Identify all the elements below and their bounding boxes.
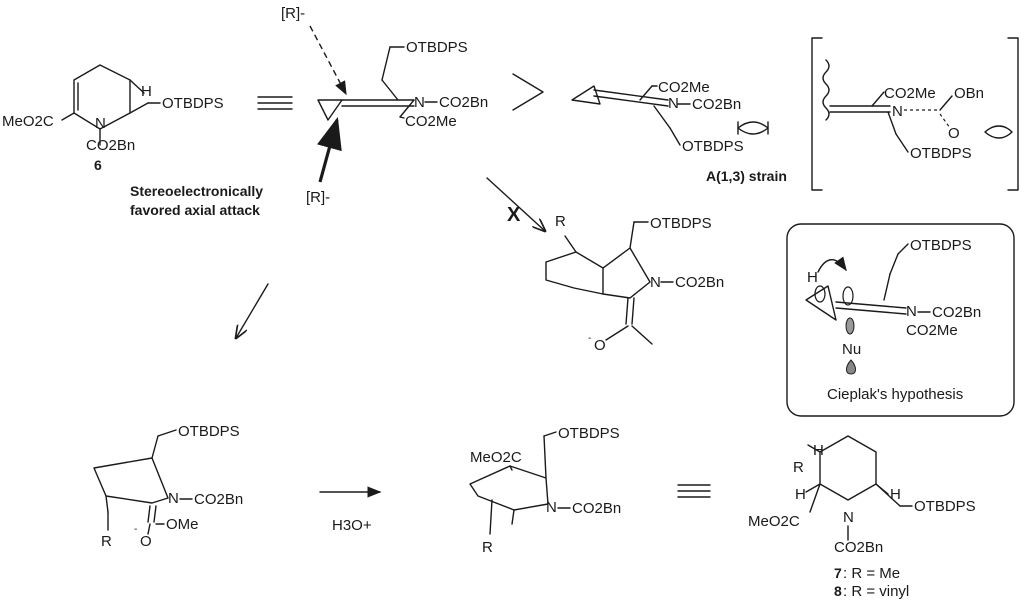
n-atom-label: N: [843, 509, 854, 526]
minus-charge: -: [134, 524, 137, 535]
compound-8-text: : R = vinyl: [843, 583, 909, 600]
co2bn-label: CO2Bn: [194, 491, 243, 508]
otbdps-label: OTBDPS: [558, 425, 620, 442]
otbdps-label: OTBDPS: [178, 423, 240, 440]
r-label: R: [793, 459, 804, 476]
co2me-label: CO2Me: [658, 79, 710, 96]
compound-8-number: 8: [834, 583, 842, 599]
otbdps-label: OTBDPS: [162, 95, 224, 112]
n-atom-label: N: [414, 94, 425, 111]
minus-charge: -: [588, 333, 591, 344]
product-chair: OTBDPS MeO2C N CO2Bn R: [469, 425, 621, 556]
equivalent-sign-2: [677, 484, 711, 498]
o-label: O: [594, 337, 606, 354]
r-label: R: [482, 539, 493, 556]
h-label: H: [795, 486, 806, 503]
down-arrow: [236, 283, 269, 338]
nu-label: Nu: [842, 341, 861, 358]
cieplak-box: H OTBDPS N CO2Bn CO2Me Nu Cieplak's hypo…: [786, 223, 1015, 417]
caption-a13-strain: A(1,3) strain: [706, 168, 787, 184]
co2me-label: CO2Me: [906, 322, 958, 339]
co2me-label: CO2Me: [405, 113, 457, 130]
ome-label: OMe: [166, 516, 199, 533]
co2bn-label: CO2Bn: [932, 304, 981, 321]
otbdps-label: OTBDPS: [914, 498, 976, 515]
meo2c-label: MeO2C: [470, 449, 522, 466]
enolate-intermediate: OTBDPS N CO2Bn - O OMe R: [93, 423, 243, 550]
compound-7-number: 7: [834, 565, 842, 581]
otbdps-label: OTBDPS: [910, 145, 972, 162]
caption-stereo-line1: Stereoelectronically: [130, 183, 263, 199]
disfavored-path: X R OTBDPS N CO2Bn - O: [486, 177, 724, 354]
bracketed-conformer: CO2Me N OBn O OTBDPS: [811, 37, 1019, 191]
half-chair-conformer: OTBDPS N CO2Bn CO2Me [R]- [R]- Stereoele…: [130, 5, 488, 218]
n-atom-label: N: [168, 490, 179, 507]
compound-7-text: : R = Me: [843, 565, 900, 582]
n-atom-label: N: [95, 115, 106, 132]
compound-6-number: 6: [94, 157, 102, 173]
r-minus-top: [R]-: [281, 5, 305, 22]
n-atom-label: N: [668, 95, 679, 112]
co2bn-label: CO2Bn: [675, 274, 724, 291]
o-label: O: [140, 533, 152, 550]
co2bn-label: CO2Bn: [692, 96, 741, 113]
h-label: H: [141, 83, 152, 100]
co2me-label: CO2Me: [884, 85, 936, 102]
compound-6-structure: MeO2C N H OTBDPS CO2Bn 6: [2, 64, 224, 173]
greater-than-sign: [512, 73, 544, 111]
obn-label: OBn: [954, 85, 984, 102]
x-mark: X: [507, 204, 521, 226]
r-minus-bottom: [R]-: [306, 189, 330, 206]
r-label: R: [555, 213, 566, 230]
otbdps-label: OTBDPS: [406, 39, 468, 56]
caption-h3o: H3O+: [332, 517, 372, 534]
n-atom-label: N: [892, 103, 903, 120]
co2bn-label: CO2Bn: [439, 94, 488, 111]
co2bn-label: CO2Bn: [834, 539, 883, 556]
otbdps-label: OTBDPS: [682, 138, 744, 155]
caption-cieplak: Cieplak's hypothesis: [827, 386, 963, 403]
r-label: R: [101, 533, 112, 550]
n-atom-label: N: [546, 499, 557, 516]
final-product-structure: R H H MeO2C N CO2Bn H OTBDPS 7 : R = Me …: [748, 435, 976, 600]
h-label: H: [807, 269, 818, 286]
otbdps-label: OTBDPS: [650, 215, 712, 232]
h-label: H: [813, 442, 824, 459]
meo2c-label: MeO2C: [748, 513, 800, 530]
n-atom-label: N: [906, 303, 917, 320]
n-atom-label: N: [650, 274, 661, 291]
meo2c-label: MeO2C: [2, 113, 54, 130]
co2bn-label: CO2Bn: [86, 137, 135, 154]
co2bn-label: CO2Bn: [572, 500, 621, 517]
otbdps-label: OTBDPS: [910, 237, 972, 254]
h-label: H: [890, 486, 901, 503]
o-label: O: [948, 125, 960, 142]
equatorial-conformer: CO2Me N CO2Bn OTBDPS A(1,3) strain: [571, 79, 787, 184]
caption-stereo-line2: favored axial attack: [130, 202, 260, 218]
equivalent-sign-1: [257, 96, 293, 110]
